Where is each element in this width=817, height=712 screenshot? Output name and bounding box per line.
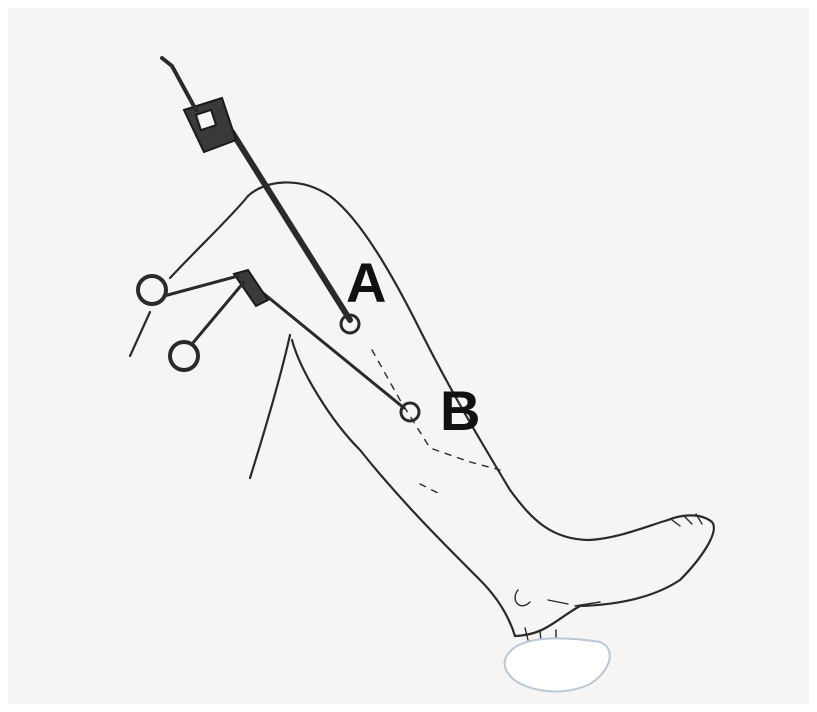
leg-posterior-contour	[248, 182, 668, 540]
portal-dashed-line-lower	[420, 484, 440, 494]
ankle-malleolus	[515, 590, 600, 606]
thigh-line	[170, 196, 248, 278]
instrument-b-ring-upper	[138, 276, 166, 304]
instrument-b-ring-lower	[170, 342, 198, 370]
instrument-b-arm-lower	[192, 282, 244, 344]
label-a: A	[346, 251, 386, 314]
label-b: B	[440, 379, 480, 442]
scope-a-post	[162, 58, 196, 110]
scope-a-window	[196, 110, 216, 130]
thigh-stroke	[130, 312, 150, 356]
knee-line	[250, 335, 290, 478]
portal-dashed-line	[372, 350, 500, 470]
leg-anterior-contour	[292, 340, 515, 636]
instrument-b-arm-upper	[164, 276, 238, 296]
instrument-b-tip-ring	[401, 403, 419, 421]
foot-outline	[515, 515, 714, 636]
heel-pad	[505, 638, 610, 691]
